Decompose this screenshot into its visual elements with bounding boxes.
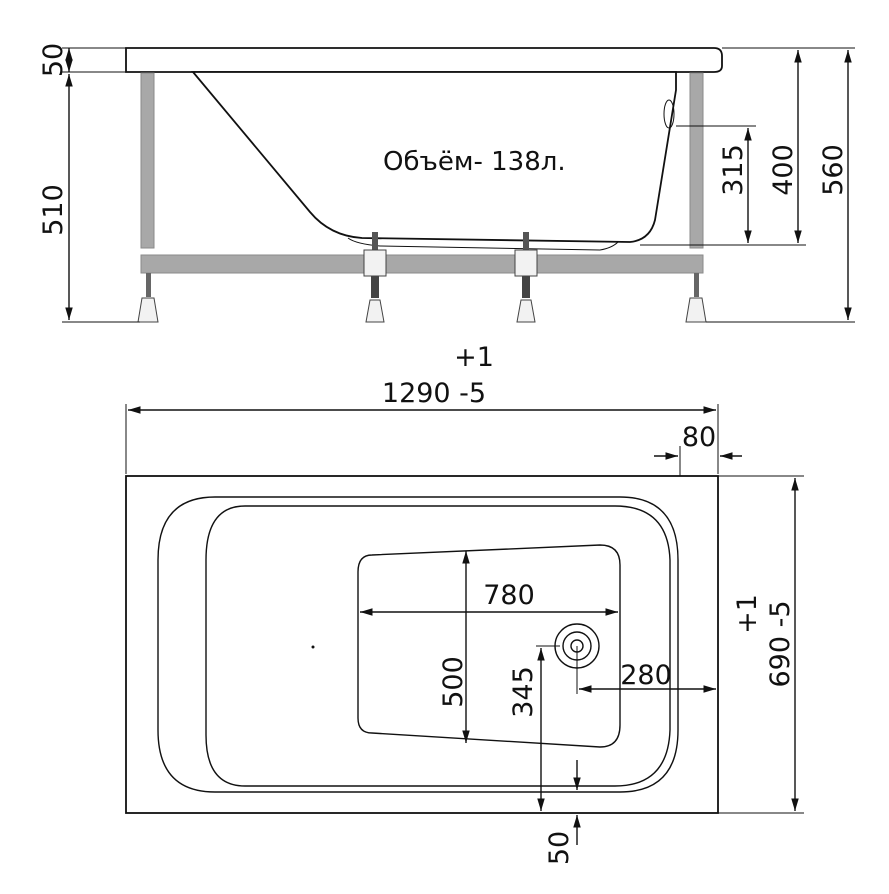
rim-offset-label: 80 [682,422,716,453]
dim-depth-label: 400 [768,144,799,196]
center-dot [311,645,315,649]
length-tolerance-plus: +1 [454,342,494,373]
dim-total-height-label: 560 [818,144,849,196]
drain-from-side-label: 345 [508,666,539,718]
frame-post-left [140,72,155,249]
drain-from-edge-label: 280 [620,660,672,691]
volume-label: Объём- 138л. [383,147,566,177]
leg-assembly-right [514,232,538,323]
bowl-outer-contour [157,496,679,793]
tub-outline-top [125,475,719,814]
dim-overflow-label: 315 [718,144,749,196]
foot-right [685,273,707,323]
length-label: 1290 -5 [382,378,486,409]
width-tolerance-plus: +1 [732,594,763,634]
tub-bottom-area [357,544,621,748]
frame-bar [140,254,704,274]
frame-post-right [689,72,704,249]
leg-assembly-left [363,232,387,323]
width-label: 690 -5 [765,600,796,687]
tub-body [191,71,677,243]
tub-rim [125,47,723,73]
tub-bottom-outline [347,237,619,251]
overflow-fitting [663,99,675,129]
bowl-inner-contour [205,505,671,787]
top-view: +1 1290 -5 80 780 500 280 [125,342,804,865]
bottom-width-label: 500 [438,656,469,708]
side-view: 50 510 315 400 560 Объём- 138л. [38,43,855,323]
foot-left [137,273,159,323]
bottom-length-label: 780 [483,580,535,611]
dim-frame-height-label: 510 [38,184,69,236]
bottom-margin-label: 50 [544,831,575,865]
dim-rim-label: 50 [38,43,69,77]
